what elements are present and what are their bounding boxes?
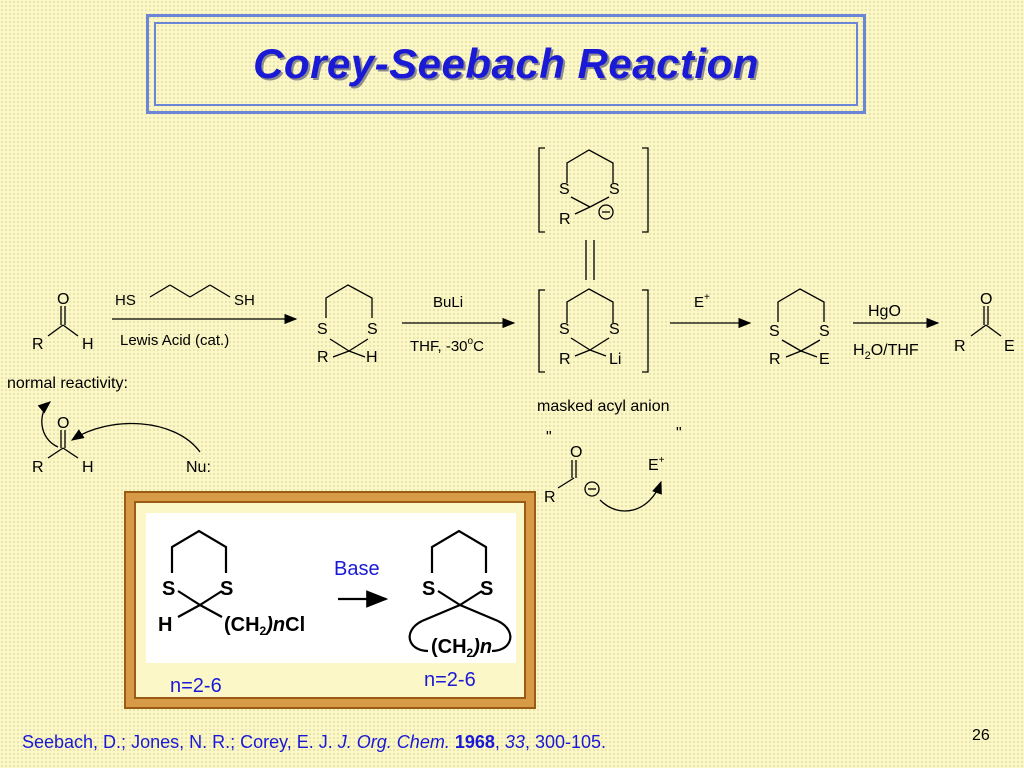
product-s-right: S <box>480 578 493 600</box>
lithio-li: Li <box>609 351 621 368</box>
bridge-ch: (CH <box>431 636 467 658</box>
citation-authors: Seebach, D.; Jones, N. R.; Corey, E. J. <box>22 732 338 752</box>
page-number: 26 <box>972 727 990 744</box>
acyl-anion-r: R <box>544 489 556 506</box>
citation-volume: 33 <box>504 732 525 752</box>
dithiane-alkylated <box>777 288 825 358</box>
citation-journal: J. Org. Chem. <box>337 732 450 752</box>
dithiol-hs: HS <box>115 292 136 309</box>
normal-aldehyde-o: O <box>57 415 69 432</box>
lithio-s-left: S <box>559 321 570 338</box>
citation: Seebach, D.; Jones, N. R.; Corey, E. J. … <box>22 732 606 752</box>
n-range-right: n=2-6 <box>424 669 476 691</box>
quote-right: " <box>676 425 682 442</box>
buli-label: BuLi <box>433 294 463 311</box>
electrophile-label: E+ <box>694 292 710 311</box>
normal-reactivity-label: normal reactivity: <box>7 375 128 392</box>
cyclization-product <box>408 529 512 653</box>
normal-aldehyde-h: H <box>82 459 94 476</box>
ketone-o: O <box>980 291 992 308</box>
thf-temp-text: THF, -30 <box>410 338 468 355</box>
temp-degree: o <box>468 336 474 347</box>
quote-left: " <box>546 429 552 446</box>
cyclization-inner: S S H (CH2)nCl Base S S (CH2)n <box>134 501 526 699</box>
cyclization-svg: S S H (CH2)nCl Base S S (CH2)n <box>158 529 512 660</box>
reactant-chain: (CH2)nCl <box>224 614 305 638</box>
lithio-r: R <box>559 351 571 368</box>
acyl-electrophile-e: E <box>648 457 659 474</box>
ketone-e: E <box>1004 338 1015 355</box>
aldehyde-start <box>47 306 79 337</box>
acyl-anion-o: O <box>570 444 582 461</box>
title-frame-inner: Corey-Seebach Reaction <box>154 22 858 106</box>
carbanion-r: R <box>559 211 571 228</box>
electrophile-plus: + <box>704 292 710 303</box>
reactant-s-right: S <box>220 578 233 600</box>
nucleophile-attack-arrow <box>70 422 201 453</box>
chain-ch: (CH <box>224 614 260 636</box>
aldehyde-o: O <box>57 291 69 308</box>
bridge-sub: 2 <box>467 646 474 660</box>
dithiane-1-r: R <box>317 349 329 366</box>
dithiane-1-s-left: S <box>317 321 328 338</box>
dithiane-1-h: H <box>366 349 378 366</box>
hgo-label: HgO <box>868 303 901 320</box>
citation-year: 1968 <box>454 732 495 752</box>
normal-aldehyde-r: R <box>32 459 44 476</box>
dithiane-1-s-right: S <box>367 321 378 338</box>
lewis-acid-label: Lewis Acid (cat.) <box>120 332 229 349</box>
base-label: Base <box>334 558 380 580</box>
carbanion-s-left: S <box>559 181 570 198</box>
dithiane-1 <box>325 284 373 358</box>
dithiol-sh: SH <box>234 292 255 309</box>
alkylated-s-right: S <box>819 323 830 340</box>
h2o-sub: 2 <box>865 350 871 362</box>
aldehyde-r: R <box>32 336 44 353</box>
carbanion-s-right: S <box>609 181 620 198</box>
slide-title: Corey-Seebach Reaction <box>253 40 759 87</box>
acyl-anion <box>557 460 600 497</box>
nucleophile-label: Nu: <box>186 459 211 476</box>
h2o-h: H <box>853 342 865 359</box>
cyclization-frame: S S H (CH2)nCl Base S S (CH2)n <box>124 491 536 709</box>
h2o-rest: O/THF <box>871 342 919 359</box>
ketone-product <box>970 306 1002 337</box>
chain-n: )n <box>264 614 285 636</box>
alkylated-s-left: S <box>769 323 780 340</box>
chain-sub: 2 <box>260 624 267 638</box>
bracket-lithio-dithiane <box>538 288 649 373</box>
thf-temp-label: THF, -30oC <box>410 336 484 355</box>
masked-acyl-anion-label: masked acyl anion <box>537 398 670 415</box>
title-frame: Corey-Seebach Reaction <box>146 14 866 114</box>
normal-aldehyde <box>47 430 79 459</box>
dithiol-reagent <box>149 284 231 298</box>
alkylated-e: E <box>819 351 830 368</box>
cyclization-reactant <box>170 529 228 618</box>
n-range-left: n=2-6 <box>170 675 222 697</box>
h2o-thf-label: H2O/THF <box>853 342 919 362</box>
bracket-carbanion <box>538 147 649 233</box>
product-s-left: S <box>422 578 435 600</box>
acyl-electrophile-label: E+ <box>648 455 665 474</box>
reactant-h: H <box>158 614 172 636</box>
reactant-s-left: S <box>162 578 175 600</box>
product-bridge: (CH2)n <box>431 636 492 660</box>
cyclization-scheme: S S H (CH2)nCl Base S S (CH2)n <box>146 513 516 663</box>
electrophile-e: E <box>694 294 704 311</box>
carbonyl-electron-arrow <box>37 401 59 448</box>
bridge-n: )n <box>471 636 492 658</box>
citation-pages: , 300-105. <box>524 732 606 752</box>
acyl-anion-attack-arrow <box>599 480 662 512</box>
resonance-equivalence <box>585 240 595 280</box>
temp-unit: C <box>473 338 484 355</box>
chain-cl: Cl <box>285 614 305 636</box>
ketone-r: R <box>954 338 966 355</box>
acyl-electrophile-plus: + <box>659 455 665 466</box>
lithio-s-right: S <box>609 321 620 338</box>
aldehyde-h: H <box>82 336 94 353</box>
alkylated-r: R <box>769 351 781 368</box>
